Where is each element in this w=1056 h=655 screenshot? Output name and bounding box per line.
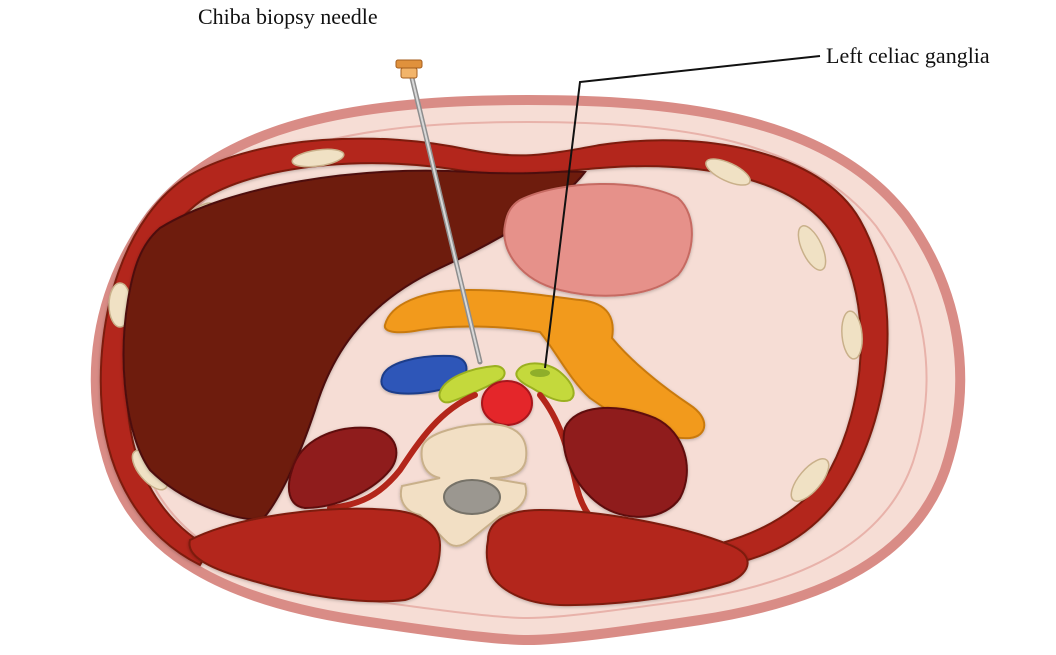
needle-label: Chiba biopsy needle — [198, 6, 378, 28]
needle-hub — [396, 60, 422, 78]
aorta — [482, 381, 532, 425]
ganglia-label: Left celiac ganglia — [826, 45, 990, 67]
stomach — [504, 184, 692, 296]
left-celiac-ganglia-core — [530, 369, 550, 377]
spinal-canal — [444, 480, 500, 514]
